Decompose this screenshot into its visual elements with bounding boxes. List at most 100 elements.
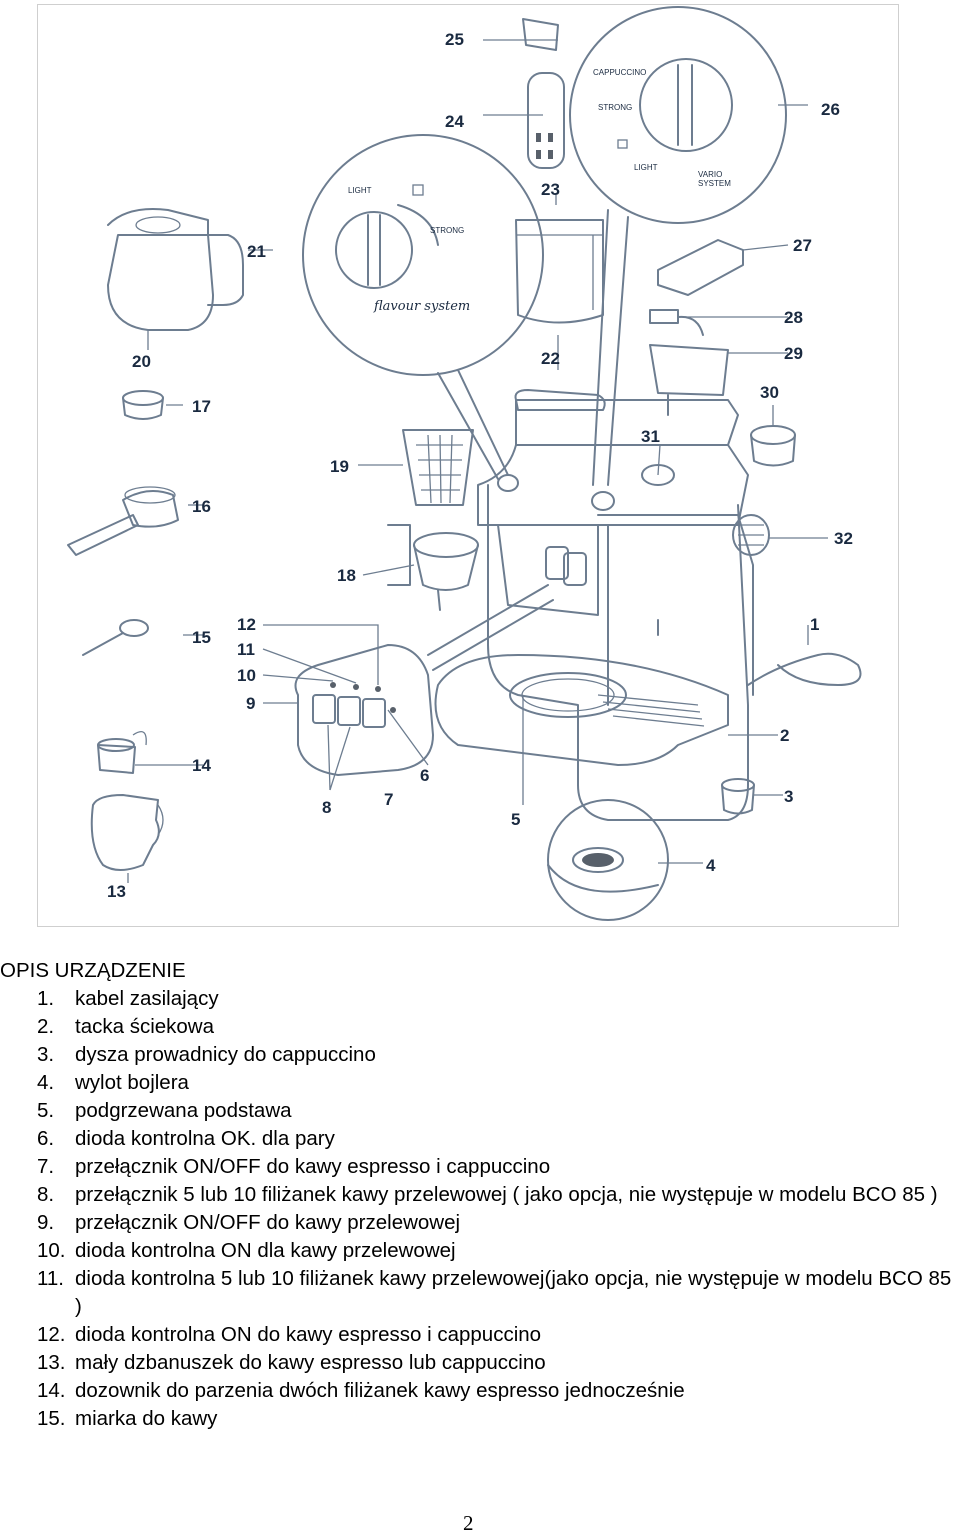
list-item: 10.dioda kontrolna ON dla kawy przelewow…	[0, 1237, 960, 1265]
machine-body	[434, 399, 770, 821]
callout-23: 23	[541, 180, 560, 199]
flavour-system-dial: LIGHT STRONG flavour system	[302, 134, 544, 480]
portafilter	[67, 514, 139, 556]
list-item-text: miarka do kawy	[75, 1407, 218, 1430]
callout-28: 28	[784, 308, 803, 327]
small-jug	[90, 794, 164, 871]
list-item-text: podgrzewana podstawa	[75, 1099, 292, 1122]
exploded-parts-diagram: LIGHT STRONG flavour system CAPPUCCINO S…	[37, 4, 899, 927]
list-item-number: 4.	[37, 1071, 55, 1094]
list-item: 14. dozownik do parzenia dwóch filiżanek …	[0, 1377, 960, 1405]
list-item: 11. dioda kontrolna 5 lub 10 filiżanek ka…	[0, 1265, 960, 1321]
callout-24: 24	[445, 112, 464, 131]
coffee-machine-illustration: LIGHT STRONG flavour system CAPPUCCINO S…	[67, 6, 862, 921]
callout-5: 5	[511, 810, 520, 829]
measuring-spoon	[82, 632, 124, 656]
callout-17: 17	[192, 397, 211, 416]
drip-cover	[657, 239, 744, 296]
callout-2: 2	[780, 726, 789, 745]
dial-light-label: LIGHT	[348, 186, 372, 195]
boiler-outlet-zoom	[547, 799, 669, 921]
callout-6: 6	[420, 766, 429, 785]
list-item-number: 12.	[37, 1323, 66, 1346]
callout-7: 7	[384, 790, 393, 809]
list-item-number: 8.	[37, 1183, 55, 1206]
page-number: 2	[463, 1511, 474, 1535]
list-item: 8. przełącznik 5 lub 10 filiżanek kawy pr…	[0, 1181, 960, 1209]
filter-ring	[122, 390, 164, 406]
list-item-number: 9.	[37, 1211, 55, 1234]
list-item-number: 3.	[37, 1043, 55, 1066]
list-item-number: 10.	[37, 1239, 66, 1262]
water-tank	[515, 219, 604, 324]
callout-26: 26	[821, 100, 840, 119]
callout-30: 30	[760, 383, 779, 402]
callout-19: 19	[330, 457, 349, 476]
list-item: 5. podgrzewana podstawa	[0, 1097, 960, 1125]
dial-light-label-2: LIGHT	[634, 163, 658, 172]
list-item-text: przełącznik ON/OFF do kawy przelewowej	[75, 1211, 461, 1234]
list-item-text: dioda kontrolna OK. dla pary	[75, 1127, 335, 1150]
filter-basket	[402, 429, 474, 506]
callout-9: 9	[246, 694, 255, 713]
cappuccino-cap	[721, 778, 755, 815]
callout-29: 29	[784, 344, 803, 363]
parts-list: 1. kabel zasilający 2. tacka ściekowa 3. dysz…	[0, 985, 960, 1433]
double-dispenser	[97, 744, 136, 774]
list-item-text: tacka ściekowa	[75, 1015, 215, 1038]
list-item: 4. wylot bojlera	[0, 1069, 960, 1097]
callout-25: 25	[445, 30, 464, 49]
list-item-text: przełącznik 5 lub 10 filiżanek kawy prze…	[75, 1183, 938, 1206]
callout-27: 27	[793, 236, 812, 255]
list-item: 6. dioda kontrolna OK. dla pary	[0, 1125, 960, 1153]
filter-cap	[522, 18, 559, 51]
list-item-text: przełącznik ON/OFF do kawy espresso i ca…	[75, 1155, 551, 1178]
list-item: 12. dioda kontrolna ON do kawy espresso i…	[0, 1321, 960, 1349]
list-item-number: 7.	[37, 1155, 55, 1178]
list-item-number: 1.	[37, 987, 55, 1010]
callout-8: 8	[322, 798, 331, 817]
dial-cappuccino-label: CAPPUCCINO	[593, 68, 646, 77]
glass-carafe	[107, 208, 244, 331]
callout-14: 14	[192, 756, 211, 775]
callout-10: 10	[237, 666, 256, 685]
callout-18: 18	[337, 566, 356, 585]
callout-numbers: 1 2 3 4 5 6 7 8 9 10 11 12 13 14 15 16 1…	[107, 30, 853, 901]
callout-4: 4	[706, 856, 716, 875]
callout-20: 20	[132, 352, 151, 371]
list-item-number: 14.	[37, 1379, 66, 1402]
list-item-number: 5.	[37, 1099, 55, 1122]
list-item-number: 13.	[37, 1351, 66, 1374]
vario-system-dial: CAPPUCCINO STRONG LIGHT VARIO SYSTEM	[569, 6, 787, 486]
dial-strong-label-2: STRONG	[598, 103, 632, 112]
list-item-text: dioda kontrolna 5 lub 10 filiżanek kawy …	[75, 1267, 952, 1318]
callout-15: 15	[192, 628, 211, 647]
control-panel-zoom	[294, 584, 554, 776]
callout-31: 31	[641, 427, 660, 446]
list-item: 3. dysza prowadnicy do cappuccino	[0, 1041, 960, 1069]
list-item-number: 6.	[37, 1127, 55, 1150]
callout-11: 11	[237, 640, 255, 659]
list-item-text: dozownik do parzenia dwóch filiżanek kaw…	[75, 1379, 685, 1402]
list-item-text: kabel zasilający	[75, 987, 219, 1010]
list-item-text: dysza prowadnicy do cappuccino	[75, 1043, 376, 1066]
callout-32: 32	[834, 529, 853, 548]
leader-lines	[127, 39, 828, 883]
callout-3: 3	[784, 787, 793, 806]
filter-funnel	[387, 524, 479, 611]
list-item: 15.miarka do kawy	[0, 1405, 960, 1433]
list-item-text: wylot bojlera	[75, 1071, 189, 1094]
nozzle-cap	[750, 425, 796, 467]
list-item: 1. kabel zasilający	[0, 985, 960, 1013]
section-heading: OPIS URZĄDZENIE	[0, 959, 186, 982]
callout-16: 16	[192, 497, 211, 516]
callout-1: 1	[810, 615, 819, 634]
list-item-number: 2.	[37, 1015, 55, 1038]
list-item-text: dioda kontrolna ON do kawy espresso i ca…	[75, 1323, 542, 1346]
dial-caption: flavour system	[373, 299, 470, 314]
list-item: 13.mały dzbanuszek do kawy espresso lub …	[0, 1349, 960, 1377]
dial-system-label: SYSTEM	[698, 179, 731, 188]
list-item: 2. tacka ściekowa	[0, 1013, 960, 1041]
list-item-number: 11.	[37, 1267, 64, 1290]
dial-strong-label: STRONG	[430, 226, 464, 235]
